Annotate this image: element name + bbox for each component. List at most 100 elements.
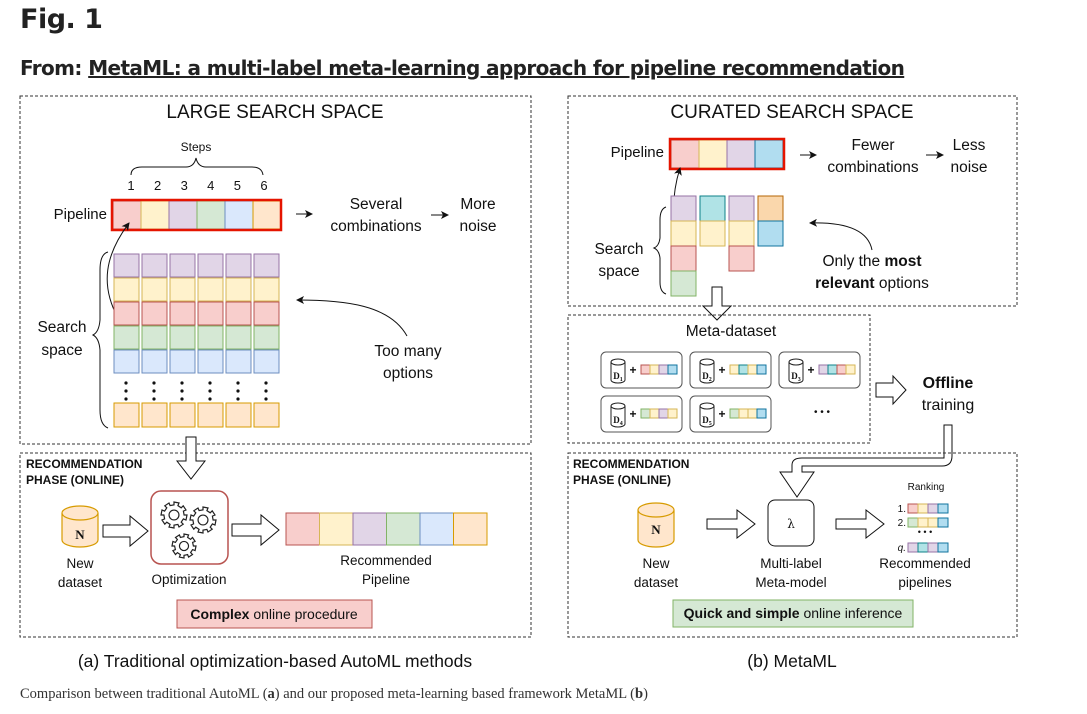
database-icon-top bbox=[788, 358, 804, 366]
complex-rest: online procedure bbox=[249, 606, 357, 622]
ellipsis-dot bbox=[152, 381, 156, 385]
rec-a-line1: Recommended bbox=[340, 553, 432, 568]
gear-icon bbox=[189, 506, 217, 534]
noise-line1: More bbox=[460, 196, 495, 213]
search-space-grid bbox=[113, 253, 280, 428]
panel-a-title: LARGE SEARCH SPACE bbox=[166, 102, 383, 123]
complex-procedure-label: Complex online procedure bbox=[190, 606, 358, 622]
meta-pipeline-step bbox=[738, 364, 749, 375]
panel-b-search-brace bbox=[652, 206, 667, 295]
paper-title-link[interactable]: MetaML: a multi-label meta-learning appr… bbox=[88, 56, 905, 80]
panel-a-pipeline-label: Pipeline bbox=[54, 206, 107, 223]
meta-model-box bbox=[767, 499, 815, 547]
grid-cell bbox=[141, 301, 168, 326]
rank-pipeline-step bbox=[917, 517, 929, 528]
curated-cell bbox=[757, 220, 784, 247]
curated-cell bbox=[757, 195, 784, 222]
quick-bold: Quick and simple bbox=[684, 605, 800, 621]
grid-cell bbox=[113, 349, 140, 374]
dataset-glyph-a: N bbox=[75, 527, 85, 542]
grid-cell bbox=[113, 277, 140, 302]
dataset-b-line2: dataset bbox=[634, 575, 679, 590]
relevant-bold: relevant bbox=[815, 275, 874, 292]
fewer-line2: combinations bbox=[827, 159, 919, 176]
ellipsis-dot bbox=[152, 397, 156, 401]
panel-a-phase-box bbox=[19, 452, 532, 638]
grid-cell bbox=[253, 349, 280, 374]
model-line2: Meta-model bbox=[755, 575, 826, 590]
ellipsis-dot bbox=[236, 381, 240, 385]
figure-caption: Comparison between traditional AutoML (a… bbox=[20, 686, 648, 703]
grid-cell bbox=[225, 253, 252, 278]
grid-cell bbox=[197, 277, 224, 302]
plus-sign: + bbox=[629, 407, 636, 421]
curated-cell bbox=[728, 195, 755, 222]
meta-dataset-title: Meta-dataset bbox=[686, 323, 777, 340]
rank-number: q. bbox=[898, 543, 906, 554]
block-arrow-to-ranking bbox=[835, 508, 885, 540]
grid-cell bbox=[253, 253, 280, 278]
recommended-step bbox=[319, 512, 354, 546]
rank-pipeline-step bbox=[927, 503, 939, 514]
quick-rest: online inference bbox=[800, 605, 903, 621]
caption-a: a bbox=[267, 686, 275, 702]
ranking-list: 1. 2. q. bbox=[898, 503, 949, 554]
panel-b: CURATED SEARCH SPACE Pipeline Fewer comb… bbox=[567, 95, 1018, 671]
rec-b-line2: pipelines bbox=[898, 575, 952, 590]
grid-cell bbox=[141, 277, 168, 302]
plus-sign: + bbox=[629, 363, 636, 377]
curated-cell bbox=[699, 220, 726, 247]
database-icon bbox=[699, 362, 715, 384]
caption-post: ) bbox=[643, 686, 648, 702]
ellipsis-dot bbox=[236, 397, 240, 401]
relevant-arrow bbox=[809, 218, 873, 251]
rank-number: 1. bbox=[898, 504, 906, 515]
rank-pipeline-step bbox=[907, 542, 919, 553]
grid-cell bbox=[225, 277, 252, 302]
rank-number: 2. bbox=[898, 518, 906, 529]
ellipsis-dot bbox=[264, 397, 268, 401]
panel-b-title: CURATED SEARCH SPACE bbox=[670, 102, 913, 123]
grid-cell bbox=[253, 325, 280, 350]
figure-source: From: MetaML: a multi-label meta-learnin… bbox=[20, 56, 905, 80]
rank-pipeline-step bbox=[907, 517, 919, 528]
less-line1: Less bbox=[953, 137, 986, 154]
step-number: 4 bbox=[207, 178, 214, 193]
meta-pipeline-step bbox=[729, 408, 740, 419]
gear-icon bbox=[171, 533, 197, 559]
rec-a-line2: Pipeline bbox=[362, 572, 410, 587]
database-icon-top bbox=[699, 402, 715, 410]
meta-pipeline-step bbox=[747, 364, 758, 375]
dataset-a-line2: dataset bbox=[58, 575, 103, 590]
grid-cell bbox=[113, 402, 140, 428]
meta-model-glyph: λ bbox=[787, 517, 795, 531]
relevant-line2: relevant options bbox=[815, 275, 929, 292]
panel-b-phase-box bbox=[567, 452, 1018, 638]
curated-cell bbox=[670, 270, 697, 297]
panel-a-search-line2: space bbox=[41, 342, 82, 359]
dataset-id: D2 bbox=[702, 371, 712, 383]
grid-cell bbox=[169, 277, 196, 302]
too-many-line1: Too many bbox=[374, 343, 441, 360]
meta-pipeline-step bbox=[756, 408, 767, 419]
subcaption-b: (b) MetaML bbox=[747, 651, 837, 671]
pipeline-step bbox=[112, 200, 142, 230]
rec-b-line1: Recommended bbox=[879, 556, 971, 571]
pipeline-step bbox=[168, 200, 198, 230]
model-line1: Multi-label bbox=[760, 556, 822, 571]
rank-pipeline-step bbox=[937, 517, 949, 528]
recommended-step bbox=[285, 512, 320, 546]
ellipsis-dot bbox=[208, 381, 212, 385]
panel-a-search-line1: Search bbox=[37, 319, 86, 336]
rank-pipeline-step bbox=[937, 542, 949, 553]
block-arrow-to-model bbox=[706, 508, 756, 540]
meta-pipeline-step bbox=[747, 408, 758, 419]
grid-cell bbox=[141, 349, 168, 374]
grid-cell bbox=[225, 402, 252, 428]
step-number: 2 bbox=[154, 178, 161, 193]
grid-cell bbox=[197, 325, 224, 350]
meta-pipeline-step bbox=[845, 364, 856, 375]
recommended-step bbox=[419, 512, 454, 546]
fewer-line1: Fewer bbox=[851, 137, 894, 154]
